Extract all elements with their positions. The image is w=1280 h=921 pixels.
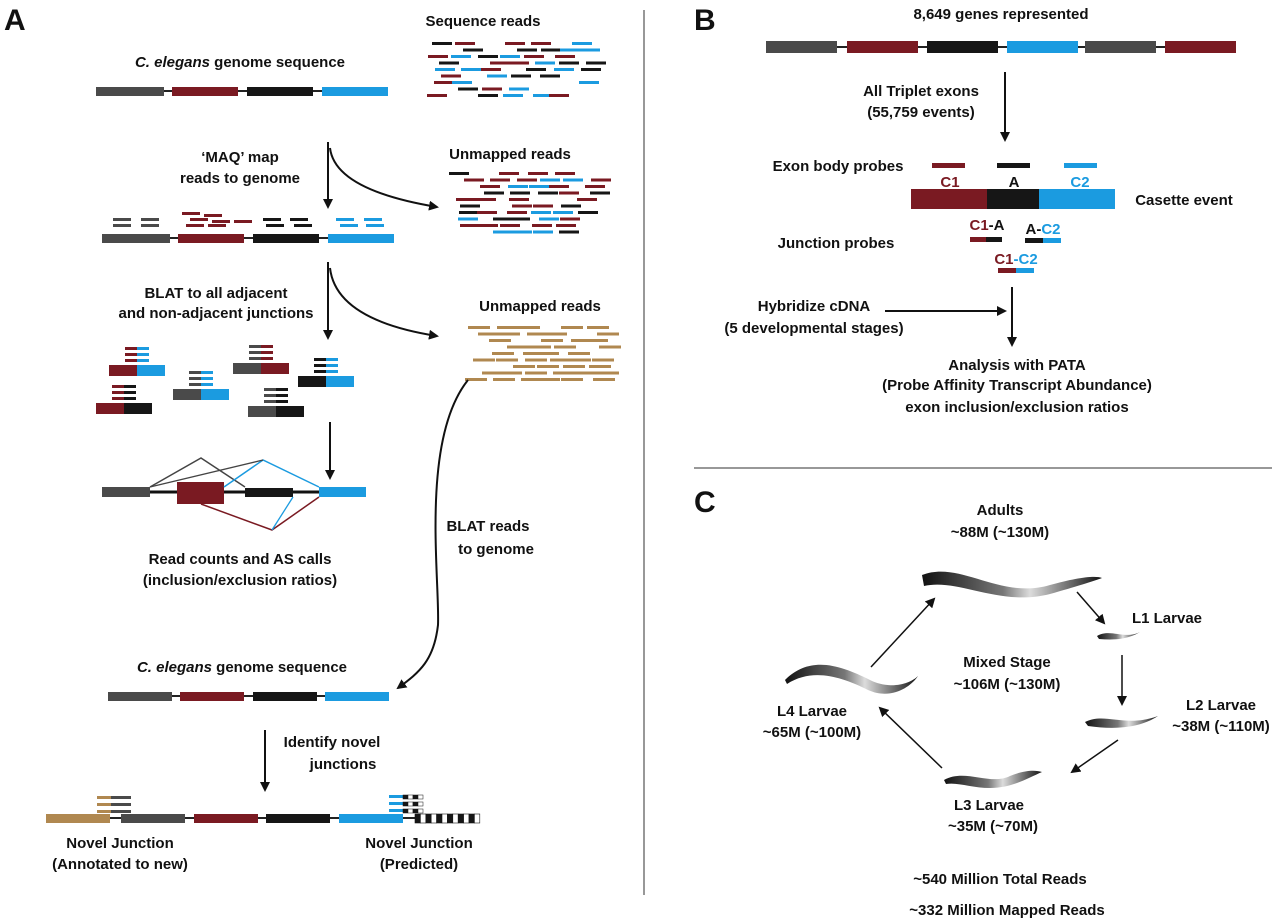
worm-l2 (1085, 716, 1158, 728)
maq-label-line2: reads to genome (180, 170, 300, 187)
splice-graph (102, 457, 366, 531)
casette-event-label: Casette event (1135, 192, 1233, 209)
panel-a-letter: A (4, 4, 26, 37)
blat-label-line2: and non-adjacent junctions (118, 305, 313, 322)
genome-track-top (96, 87, 388, 96)
blat-genome-line1: BLAT reads (446, 518, 529, 535)
junction-probes-label: Junction probes (778, 235, 895, 252)
arrow-l3-to-l4 (878, 706, 943, 769)
label-a-c2: A-C2 (1025, 221, 1060, 238)
l3-reads: ~35M (~70M) (948, 818, 1038, 835)
junction-read-groups (96, 345, 354, 417)
probe-c1a-left (970, 237, 986, 242)
probe-ac2-left (1025, 238, 1043, 243)
triplet-line1: All Triplet exons (863, 83, 979, 100)
l4-reads: ~65M (~100M) (763, 724, 861, 741)
worm-l1 (1097, 632, 1140, 640)
gene-track-b (766, 41, 1236, 53)
label-c1-a: C1-A (969, 217, 1004, 234)
panel-b-letter: B (694, 4, 716, 37)
identify-line1: Identify novel (284, 734, 381, 751)
identify-line2: junctions (309, 756, 377, 773)
read-counts-line2: (inclusion/exclusion ratios) (143, 572, 337, 589)
analysis-line2: (Probe Affinity Transcript Abundance) (882, 377, 1152, 394)
unmapped-reads-label-1: Unmapped reads (449, 146, 571, 163)
adults-reads: ~88M (~130M) (951, 524, 1049, 541)
novel-left-line1: Novel Junction (66, 835, 174, 852)
exon-body-probes-label: Exon body probes (773, 158, 904, 175)
casette-event-track (911, 189, 1115, 209)
panel-c: C Adults ~88M (~130M) L1 Larvae Mixed St… (694, 486, 1270, 919)
mixed-name: Mixed Stage (963, 654, 1051, 671)
mixed-reads: ~106M (~130M) (954, 676, 1061, 693)
novel-right-line1: Novel Junction (365, 835, 473, 852)
genome-track-bottom (108, 692, 389, 701)
unmapped-reads-cloud-1 (449, 172, 611, 234)
l1-name: L1 Larvae (1132, 610, 1202, 627)
probe-c1a-right (986, 237, 1002, 242)
genes-represented: 8,649 genes represented (913, 6, 1088, 23)
novel-left-line2: (Annotated to new) (52, 856, 188, 873)
read-counts-line1: Read counts and AS calls (149, 551, 332, 568)
l3-name: L3 Larvae (954, 797, 1024, 814)
hybridize-line1: Hybridize cDNA (758, 298, 871, 315)
adults-name: Adults (977, 502, 1024, 519)
blat-label-line1: BLAT to all adjacent (144, 285, 287, 302)
novel-junction-track (46, 794, 481, 824)
blat-genome-line2: to genome (458, 541, 534, 558)
arrow-adult-to-l1 (1076, 591, 1106, 625)
probe-c1 (932, 163, 965, 168)
panel-a: A C. elegans genome sequence Sequence re… (4, 4, 621, 873)
triplet-line2: (55,759 events) (867, 104, 975, 121)
worm-l3 (944, 770, 1042, 788)
total-reads: ~540 Million Total Reads (913, 871, 1087, 888)
label-c1-c2: C1-C2 (994, 251, 1037, 268)
analysis-line1: Analysis with PATA (948, 357, 1086, 374)
analysis-line3: exon inclusion/exclusion ratios (905, 399, 1128, 416)
arrow-to-unmapped-1 (329, 147, 439, 211)
worm-l4 (785, 664, 918, 694)
arrow-l4-to-adult (870, 597, 936, 668)
sequence-reads-label: Sequence reads (425, 13, 540, 30)
genome-title-top: C. elegans genome sequence (135, 54, 345, 71)
hybridize-line2: (5 developmental stages) (724, 320, 903, 337)
panel-b: B 8,649 genes represented All Triplet ex… (694, 4, 1236, 416)
mapped-genome-track (102, 212, 394, 243)
mapped-reads: ~332 Million Mapped Reads (909, 902, 1104, 919)
l2-reads: ~38M (~110M) (1172, 718, 1270, 735)
probe-c1c2-left (998, 268, 1016, 273)
l2-name: L2 Larvae (1186, 697, 1256, 714)
panel-c-letter: C (694, 486, 716, 519)
label-c1: C1 (940, 174, 959, 191)
probe-ac2-right (1043, 238, 1061, 243)
probe-c2 (1064, 163, 1097, 168)
unmapped-reads-cloud-2 (465, 326, 621, 381)
genome-title-bottom: C. elegans genome sequence (137, 659, 347, 676)
probe-a (997, 163, 1030, 168)
sequence-reads-cloud (427, 42, 606, 97)
arrow-l2-to-l3 (1070, 739, 1119, 774)
unmapped-reads-label-2: Unmapped reads (479, 298, 601, 315)
l4-name: L4 Larvae (777, 703, 847, 720)
probe-c1c2-right (1016, 268, 1034, 273)
maq-label-line1: ‘MAQ’ map (201, 149, 279, 166)
label-c2: C2 (1070, 174, 1089, 191)
worm-adult (922, 571, 1102, 598)
arrow-to-unmapped-2 (329, 267, 439, 340)
arrow-blat-genome (396, 379, 469, 690)
label-a: A (1009, 174, 1020, 191)
novel-right-line2: (Predicted) (380, 856, 458, 873)
